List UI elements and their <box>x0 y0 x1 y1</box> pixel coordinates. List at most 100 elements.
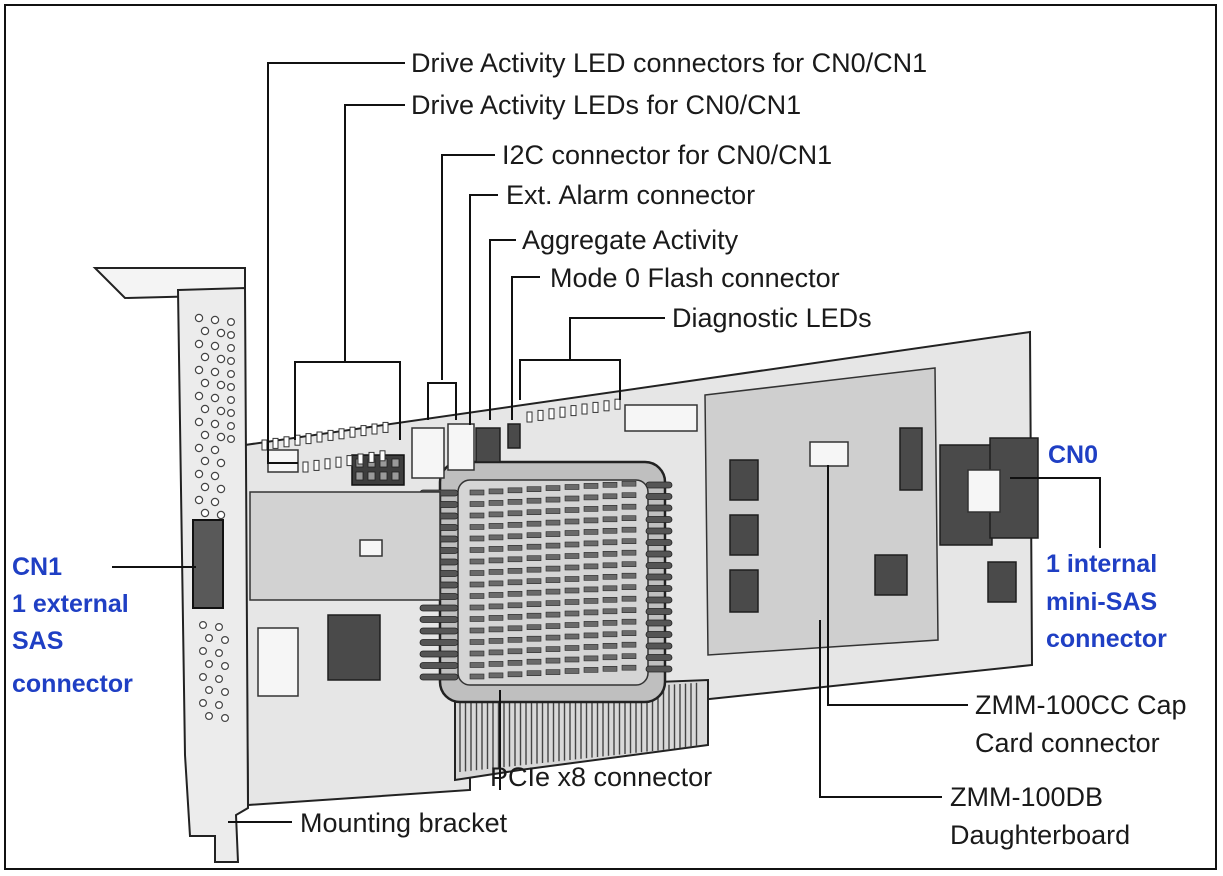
bracket-hole <box>194 417 204 427</box>
bracket-hole <box>221 687 230 696</box>
heatsink-fin <box>469 558 485 565</box>
mode0-flash-pins <box>507 423 521 449</box>
heatsink-fin <box>602 573 618 580</box>
heatsink-fin <box>507 625 523 632</box>
heatsink-fin <box>564 610 580 617</box>
heatsink-fin <box>602 493 618 500</box>
cn0-chip <box>987 561 1017 603</box>
bracket-hole <box>200 352 210 362</box>
header-pin <box>367 471 376 481</box>
heatsink-fin <box>602 504 618 511</box>
daughter-chip-4 <box>874 554 908 596</box>
heatsink-fin <box>419 616 459 623</box>
heatsink-fin <box>507 648 523 655</box>
heatsink-fin <box>583 552 599 558</box>
heatsink-fin <box>621 664 637 671</box>
heatsink-fin <box>469 662 485 668</box>
leader-lines <box>112 62 1101 823</box>
heatsink-fin <box>621 515 637 522</box>
heatsink-fin <box>526 624 542 631</box>
heatsink-fin <box>583 655 599 662</box>
heatsink-fin <box>507 671 523 678</box>
heatsink-fin <box>419 639 459 646</box>
heatsink-fin <box>545 646 561 652</box>
heatsink-fin <box>602 665 618 672</box>
heatsink-fin <box>602 481 618 488</box>
heatsink-fin <box>545 623 561 629</box>
bracket-hole <box>210 419 220 429</box>
heatsink-fin <box>526 670 542 677</box>
heatsink-fin <box>507 510 523 517</box>
heatsink-fin <box>564 587 580 594</box>
header-pin <box>379 471 388 481</box>
heatsink-fin <box>583 529 599 535</box>
heatsink-fin <box>469 650 485 657</box>
heatsink-fin <box>621 584 637 591</box>
heatsink-fin <box>488 603 504 610</box>
heatsink-fin <box>602 631 618 638</box>
label-i2c: I2C connector for CN0/CN1 <box>502 140 832 170</box>
bracket-hole <box>227 357 236 366</box>
alarm-connector-pins <box>475 427 501 463</box>
heatsink-fin <box>645 665 673 673</box>
heatsink-fin <box>621 526 637 533</box>
bracket-hole <box>210 341 220 351</box>
bracket-hole <box>194 469 204 479</box>
led <box>559 406 566 418</box>
heatsink-fin <box>564 622 580 628</box>
bracket-hole <box>205 633 214 642</box>
heatsink-fin <box>419 650 459 658</box>
heatsink-fin <box>583 644 599 650</box>
bracket-hole <box>199 620 208 629</box>
led <box>360 425 367 437</box>
heatsink-fin <box>526 647 542 654</box>
led <box>261 439 268 451</box>
heatsink-fin <box>583 575 599 581</box>
heatsink-fin <box>621 503 637 510</box>
leader-aggregate <box>489 239 516 420</box>
heatsink-fin <box>507 544 523 551</box>
label-diagnostic: Diagnostic LEDs <box>672 303 872 333</box>
heatsink-fin <box>645 596 673 604</box>
heatsink-fin <box>564 668 580 674</box>
heatsink-fin <box>526 612 542 619</box>
bracket-hole <box>227 435 236 444</box>
heatsink-fin <box>469 489 485 496</box>
led <box>603 400 610 412</box>
heatsink-fin <box>602 585 618 592</box>
bracket-hole <box>227 396 236 405</box>
heatsink-fin <box>545 577 561 583</box>
led <box>313 459 320 471</box>
led <box>335 456 342 468</box>
heatsink-fin <box>419 604 459 612</box>
heatsink-fin <box>526 509 542 516</box>
cap-card-connector-socket <box>809 441 849 467</box>
heatsink-fin <box>621 641 637 648</box>
heatsink-fin <box>469 593 485 599</box>
daughter-chip-3 <box>729 569 759 613</box>
led <box>324 458 331 470</box>
heatsink-fin <box>645 654 673 661</box>
diagnostic-led-row <box>526 398 621 423</box>
heatsink-fin <box>621 630 637 637</box>
heatsink-fin <box>602 562 618 569</box>
bracket-hole <box>194 339 204 349</box>
heatsink-fin <box>621 549 637 556</box>
bracket-hole <box>216 484 226 494</box>
heatsink-fin <box>583 621 599 627</box>
daughter-chip-1 <box>729 459 759 501</box>
bracket-hole <box>210 393 220 403</box>
heatsink-fin <box>507 613 523 620</box>
bracket-hole <box>205 711 214 720</box>
led <box>382 421 389 433</box>
bracket-hole <box>200 404 210 414</box>
label-pcie: PCIe x8 connector <box>490 762 712 792</box>
heatsink-fin <box>545 611 561 618</box>
bracket-hole <box>194 391 204 401</box>
label-cn0-desc-3: connector <box>1046 625 1167 653</box>
heatsink-fin <box>645 481 673 489</box>
heatsink-fin <box>488 638 504 644</box>
heatsink-fin <box>645 516 673 523</box>
heatsink-fin <box>526 635 542 642</box>
heatsink-fin <box>488 592 504 598</box>
